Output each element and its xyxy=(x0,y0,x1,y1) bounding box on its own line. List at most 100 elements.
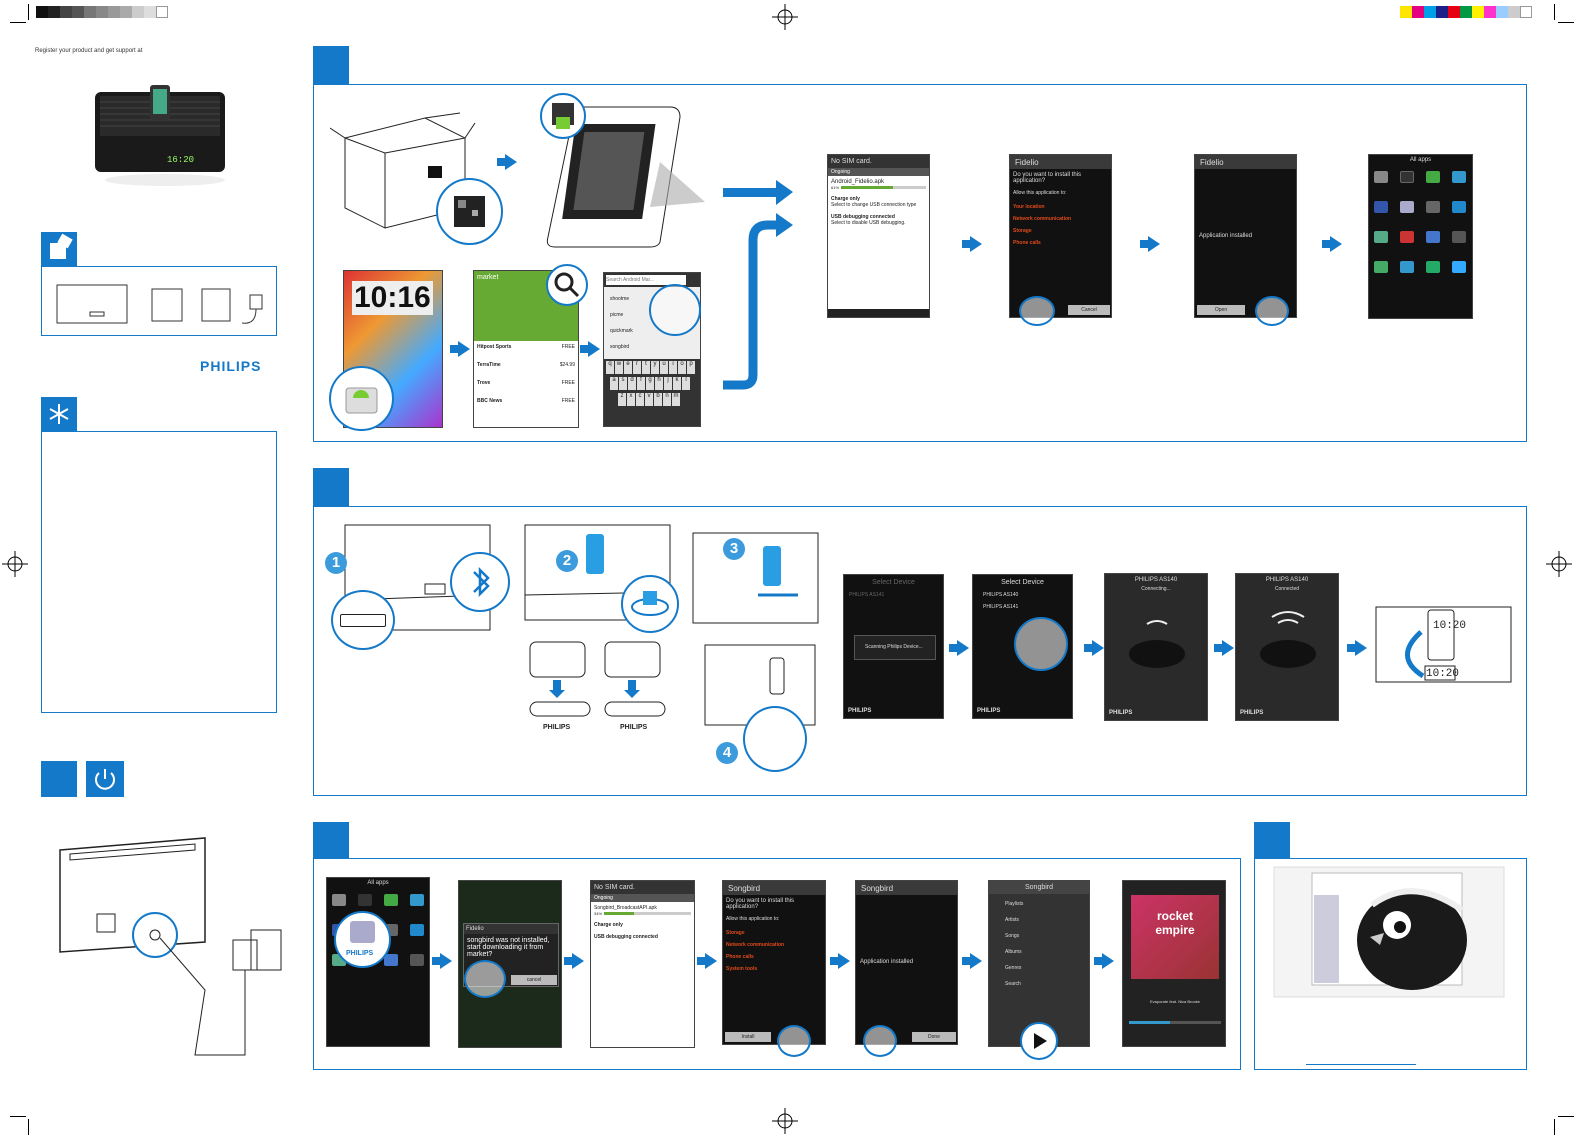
done-button[interactable]: Done xyxy=(912,1032,956,1042)
app-icon[interactable] xyxy=(1374,231,1388,243)
key[interactable]: x xyxy=(627,393,635,406)
app-icon[interactable] xyxy=(1426,261,1440,273)
app-icon[interactable] xyxy=(410,894,424,906)
all-apps-title: All apps xyxy=(367,880,389,886)
device-item[interactable]: PHILIPS AS140 xyxy=(983,592,1019,598)
app-icon[interactable] xyxy=(1426,171,1440,183)
charge-item[interactable]: Charge only xyxy=(591,919,694,931)
market-item[interactable]: TerraTime $24.99 xyxy=(477,362,575,368)
menu-item[interactable]: Artists xyxy=(1005,917,1019,923)
app-icon[interactable] xyxy=(1400,171,1414,183)
crop-mark xyxy=(1558,1116,1574,1117)
app-icon[interactable] xyxy=(1452,201,1466,213)
registration-target-icon xyxy=(1546,551,1572,577)
key[interactable]: h xyxy=(655,377,663,390)
app-icon[interactable] xyxy=(1452,261,1466,273)
ok-button-zoom xyxy=(464,960,506,998)
key[interactable]: y xyxy=(651,361,659,374)
app-icon[interactable] xyxy=(1374,201,1388,213)
device-item[interactable]: PHILIPS AS141 xyxy=(983,604,1019,610)
result-item[interactable]: songbird xyxy=(610,344,630,350)
result-item[interactable]: shootme xyxy=(610,296,630,302)
install-allow: Allow this application to: xyxy=(1013,190,1067,196)
section2-tab xyxy=(313,468,349,506)
key[interactable]: g xyxy=(646,377,654,390)
cancel-button[interactable]: cancel xyxy=(511,975,557,985)
key[interactable]: i xyxy=(669,361,677,374)
register-text: Register your product and get support at xyxy=(35,48,143,54)
app-icon[interactable] xyxy=(384,954,398,966)
app-icon[interactable] xyxy=(1426,231,1440,243)
app-icon[interactable] xyxy=(1452,171,1466,183)
key[interactable]: d xyxy=(628,377,636,390)
app-icon[interactable] xyxy=(1374,261,1388,273)
key[interactable]: w xyxy=(615,361,623,374)
app-icon[interactable] xyxy=(1400,261,1414,273)
app-icon[interactable] xyxy=(1426,201,1440,213)
key[interactable]: f xyxy=(637,377,645,390)
app-icon[interactable] xyxy=(1452,231,1466,243)
perm-item: Your location xyxy=(1013,204,1045,210)
open-button[interactable]: Open xyxy=(1197,305,1245,315)
arrow-icon xyxy=(1214,640,1234,656)
key[interactable]: a xyxy=(610,377,618,390)
key[interactable]: o xyxy=(678,361,686,374)
key[interactable]: m xyxy=(672,393,680,406)
install-button[interactable]: Install xyxy=(725,1032,771,1042)
dialog-title: Fidelio xyxy=(464,924,558,934)
step-number: 4 xyxy=(716,742,738,764)
key[interactable]: z xyxy=(618,393,626,406)
market-item[interactable]: BBC News FREE xyxy=(477,398,575,404)
search-input[interactable] xyxy=(606,275,686,285)
key[interactable]: e xyxy=(624,361,632,374)
grayscale-bar xyxy=(36,6,168,20)
market-item[interactable]: Trove FREE xyxy=(477,380,575,386)
key[interactable]: k xyxy=(673,377,681,390)
menu-item[interactable]: Genres xyxy=(1005,965,1022,971)
key[interactable]: p xyxy=(687,361,695,374)
app-icon[interactable] xyxy=(410,954,424,966)
key[interactable]: c xyxy=(636,393,644,406)
app-icon[interactable] xyxy=(1400,231,1414,243)
market-item[interactable]: Hitpost Sports FREE xyxy=(477,344,575,350)
keyboard[interactable]: q w e r t y u i o p a s d f g h j k l z … xyxy=(604,359,700,426)
app-icon[interactable] xyxy=(1400,201,1414,213)
arrow-icon xyxy=(962,236,982,252)
app-icon[interactable] xyxy=(332,894,346,906)
android-qr-zoom xyxy=(540,93,586,139)
perm-item: Phone calls xyxy=(726,954,754,960)
menu-item[interactable]: Playlists xyxy=(1005,901,1024,907)
key[interactable]: v xyxy=(645,393,653,406)
key[interactable]: s xyxy=(619,377,627,390)
key[interactable]: j xyxy=(664,377,672,390)
menu-item[interactable]: Songs xyxy=(1005,933,1020,939)
key[interactable]: q xyxy=(606,361,614,374)
crop-mark xyxy=(10,22,26,23)
key[interactable]: u xyxy=(660,361,668,374)
result-item[interactable]: picme xyxy=(610,312,624,318)
key[interactable]: t xyxy=(642,361,650,374)
qr-zoom-circle xyxy=(436,178,503,245)
result-item[interactable]: quickmark xyxy=(610,328,633,334)
notif-title: No SIM card. xyxy=(828,155,929,168)
app-icon[interactable] xyxy=(358,894,372,906)
key[interactable]: l xyxy=(682,377,690,390)
cancel-button[interactable]: Cancel xyxy=(1068,305,1110,315)
usb-item[interactable]: USB debugging connected xyxy=(591,931,694,943)
key[interactable]: r xyxy=(633,361,641,374)
scan-screen: Select Device PHILIPS AS141 Scanning Phi… xyxy=(843,574,944,719)
app-icon[interactable] xyxy=(410,924,424,936)
bluetooth-zoom-circle xyxy=(450,552,510,612)
app-icon[interactable] xyxy=(384,894,398,906)
play-button-zoom[interactable] xyxy=(1020,1022,1058,1060)
menu-item[interactable]: Search xyxy=(1005,981,1021,987)
menu-item[interactable]: Albums xyxy=(1005,949,1022,955)
key[interactable]: b xyxy=(654,393,662,406)
key[interactable]: n xyxy=(663,393,671,406)
app-icon[interactable] xyxy=(1374,171,1388,183)
